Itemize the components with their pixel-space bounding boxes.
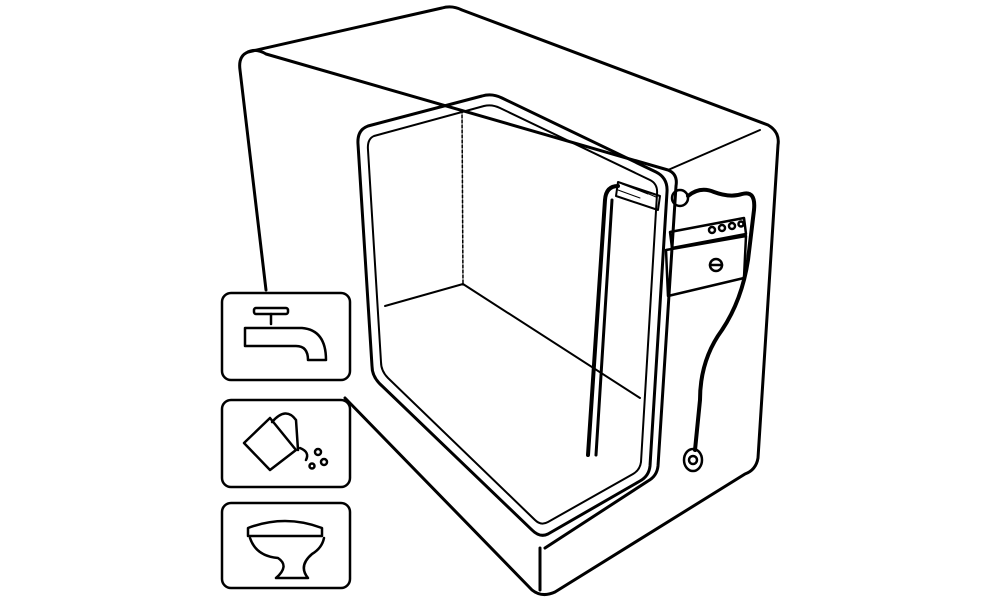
bucket-pour-icon bbox=[242, 412, 329, 472]
plug-icon bbox=[682, 447, 704, 473]
heating-element bbox=[586, 181, 661, 457]
tap-icon bbox=[243, 306, 328, 362]
icon-panel-tap bbox=[220, 291, 352, 382]
icon-panel-bucket bbox=[220, 398, 352, 489]
control-box bbox=[664, 187, 757, 473]
tank-opening bbox=[356, 93, 669, 537]
gland-nut-icon bbox=[670, 188, 690, 208]
icon-panel-toilet bbox=[220, 501, 352, 590]
tank-outer-body bbox=[238, 5, 780, 597]
toilet-icon bbox=[246, 519, 326, 580]
